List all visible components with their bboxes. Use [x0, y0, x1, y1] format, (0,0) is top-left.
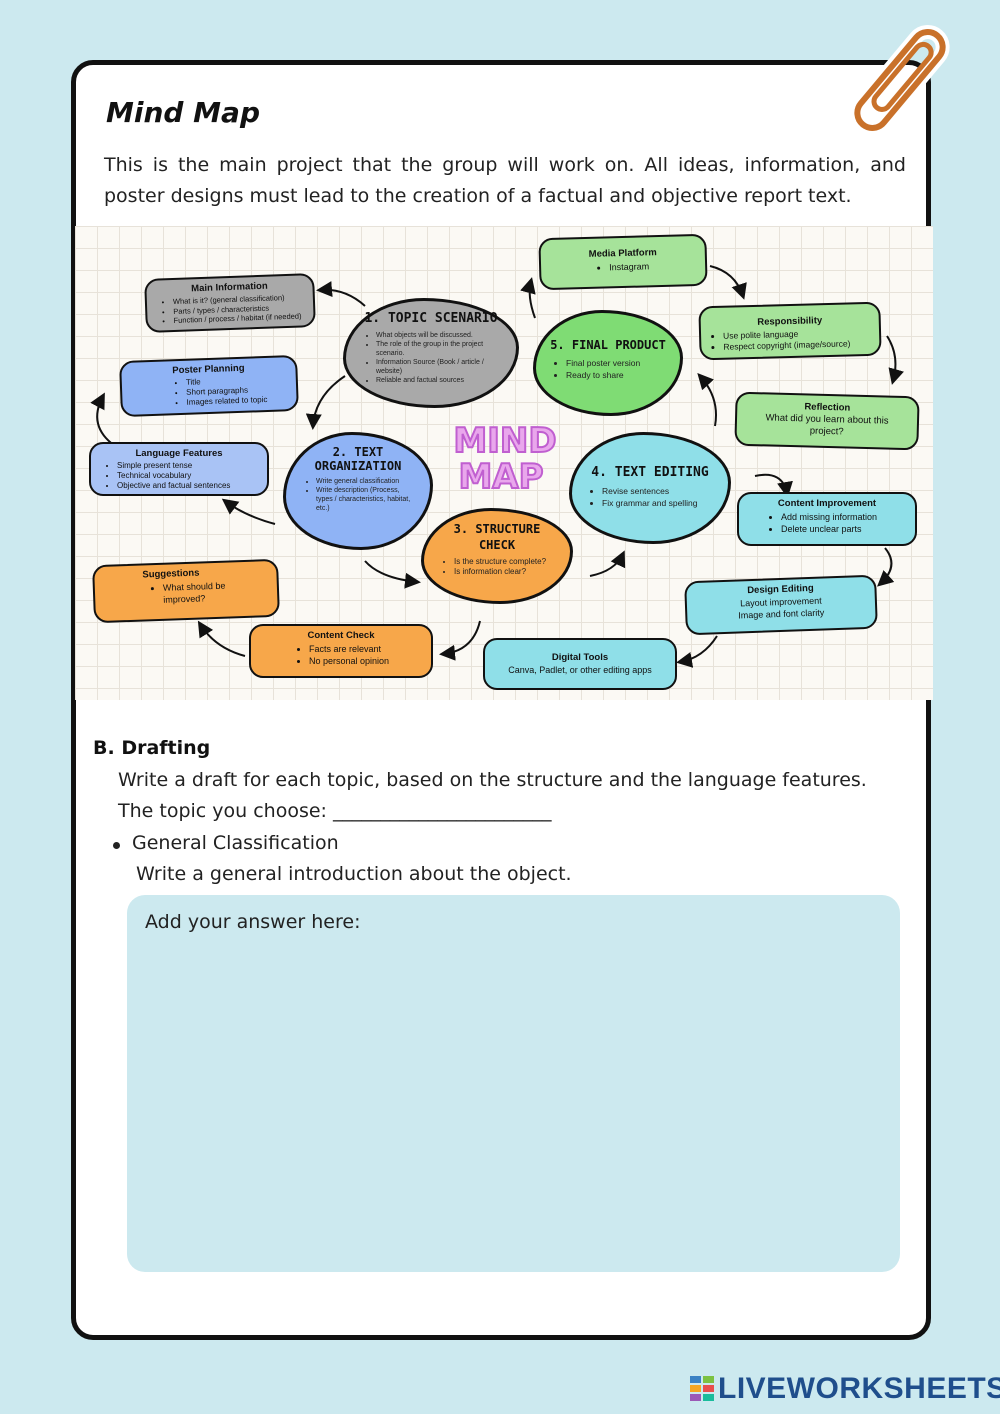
final-product-item: Ready to share [566, 369, 666, 381]
final-product-title: 5. FINAL PRODUCT [550, 338, 666, 352]
text-editing-item: Revise sentences [602, 485, 714, 497]
answer-textarea[interactable]: Add your answer here: [127, 895, 900, 1272]
final-product-cloud: 5. FINAL PRODUCT Final poster version Re… [533, 310, 683, 416]
digital-tools-title: Digital Tools [551, 652, 609, 663]
structure-check-title: 3. STRUCTURE CHECK [453, 522, 541, 552]
language-features-item: Technical vocabulary [117, 471, 259, 481]
reflection-box: Reflection What did you learn about this… [734, 391, 920, 451]
content-check-title: Content Check [307, 630, 375, 641]
liveworksheets-logo-icon [690, 1376, 714, 1401]
digital-tools-box: Digital Tools Canva, Padlet, or other ed… [483, 638, 677, 690]
text-editing-cloud: 4. TEXT EDITING Revise sentences Fix gra… [569, 432, 731, 544]
responsibility-box: Responsibility Use polite language Respe… [698, 301, 882, 361]
page-title: Mind Map [106, 96, 260, 129]
mind-map-logo-icon: MIND MAP [452, 420, 557, 496]
topic-scenario-item: The role of the group in the project sce… [376, 340, 502, 358]
structure-check-item: Is information clear? [454, 567, 556, 577]
content-check-item: Facts are relevant [309, 643, 423, 655]
general-classification-instruction: Write a general introduction about the o… [136, 863, 572, 885]
text-organization-cloud: 2. TEXT ORGANIZATION Write general class… [283, 432, 433, 550]
topic-scenario-cloud: 1. TOPIC SCENARIO What objects will be d… [343, 298, 519, 408]
language-features-title: Language Features [135, 448, 223, 459]
language-features-item: Objective and factual sentences [117, 481, 259, 491]
content-check-item: No personal opinion [309, 655, 423, 667]
final-product-item: Final poster version [566, 357, 666, 369]
mind-map-logo-line: MIND [453, 421, 556, 461]
content-improvement-title: Content Improvement [777, 498, 877, 509]
language-features-item: Simple present tense [117, 461, 259, 471]
structure-check-item: Is the structure complete? [454, 557, 556, 567]
liveworksheets-brand: LIVEWORKSHEETS [718, 1372, 1000, 1405]
text-editing-item: Fix grammar and spelling [602, 497, 714, 509]
suggestions-box: Suggestions What should be improved? [92, 558, 280, 624]
general-classification-label: General Classification [132, 832, 339, 854]
suggestions-item: What should be improved? [163, 579, 234, 605]
drafting-heading: B. Drafting [93, 737, 211, 759]
mind-map-arrows [90, 265, 904, 668]
digital-tools-text: Canva, Padlet, or other editing apps [508, 665, 652, 675]
content-improvement-item: Add missing information [781, 511, 907, 523]
intro-text: This is the main project that the group … [104, 154, 906, 207]
design-editing-box: Design Editing Layout improvement Image … [684, 574, 878, 636]
content-improvement-box: Content Improvement Add missing informat… [737, 492, 917, 546]
content-improvement-item: Delete unclear parts [781, 523, 907, 535]
poster-planning-item: Images related to topic [186, 394, 288, 408]
text-organization-item: Write description (Process, types / char… [316, 486, 416, 513]
structure-check-cloud: 3. STRUCTURE CHECK Is the structure comp… [421, 508, 573, 604]
liveworksheets-logo: LIVEWORKSHEETS [690, 1372, 1000, 1406]
media-platform-box: Media Platform Instagram [538, 233, 708, 291]
main-information-box: Main Information What is it? (general cl… [144, 273, 316, 333]
topic-scenario-title: 1. TOPIC SCENARIO [364, 311, 498, 326]
poster-planning-box: Poster Planning Title Short paragraphs I… [119, 354, 299, 418]
topic-prompt: The topic you choose: __________________… [118, 800, 552, 822]
mind-map-logo-line: MAP [458, 457, 543, 496]
text-organization-item: Write general classification [316, 477, 416, 486]
language-features-box: Language Features Simple present tense T… [89, 442, 269, 496]
topic-scenario-item: What objects will be discussed. [376, 331, 502, 340]
text-editing-title: 4. TEXT EDITING [591, 465, 709, 480]
answer-placeholder: Add your answer here: [145, 911, 361, 933]
mind-map-image: Main Information What is it? (general cl… [75, 226, 933, 700]
reflection-text: What did you learn about this project? [765, 412, 889, 438]
paperclip-icon [850, 25, 950, 135]
drafting-instruction: Write a draft for each topic, based on t… [118, 769, 867, 791]
media-platform-item: Instagram [609, 259, 697, 273]
text-organization-title: 2. TEXT ORGANIZATION [314, 445, 402, 473]
topic-scenario-item: Information Source (Book / article / web… [376, 358, 502, 376]
content-check-box: Content Check Facts are relevant No pers… [249, 624, 433, 678]
topic-scenario-item: Reliable and factual sources [376, 376, 502, 385]
bullet-icon [113, 842, 120, 849]
